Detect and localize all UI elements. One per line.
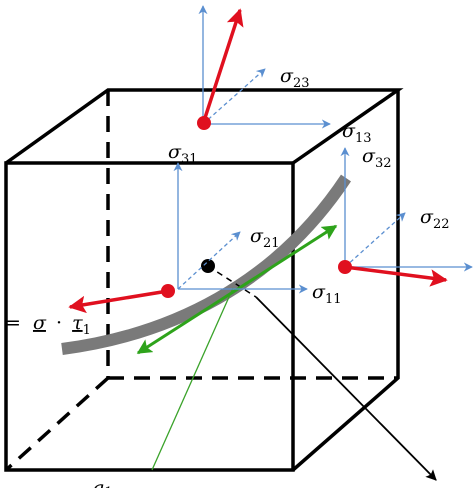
cube-right-face-edges bbox=[291, 90, 400, 472]
label-sigma-11: σ11 bbox=[312, 281, 342, 307]
top-force-arrow bbox=[201, 8, 244, 125]
cube-hidden-edges bbox=[4, 90, 398, 472]
label-sigma-23: σ23 bbox=[280, 65, 310, 91]
label-sigma-32: σ32 bbox=[362, 145, 392, 171]
top-force-point bbox=[197, 116, 211, 130]
cube-visible-edges bbox=[4, 88, 404, 472]
front-face-axes bbox=[173, 162, 308, 294]
hidden-edge-depth bbox=[4, 376, 110, 472]
right-face-axes bbox=[340, 147, 473, 272]
right-force-point bbox=[338, 260, 352, 274]
traction-formula: = σ · τ1 bbox=[5, 312, 91, 338]
label-sigma-22: σ22 bbox=[420, 206, 450, 232]
top-face-axes bbox=[198, 5, 331, 129]
right-force-arrow bbox=[344, 265, 448, 287]
cube-top-face-edges bbox=[4, 88, 404, 165]
bottom-partial-label: g₁ bbox=[92, 477, 112, 488]
direction-arrow bbox=[255, 296, 437, 481]
right-axis-depth bbox=[344, 212, 406, 268]
front-force-arrow bbox=[68, 289, 169, 314]
center-point bbox=[201, 259, 215, 273]
front-axis-depth bbox=[177, 231, 241, 290]
label-sigma-21: σ21 bbox=[250, 225, 280, 251]
label-sigma-13: σ13 bbox=[342, 120, 372, 146]
label-sigma-31: σ31 bbox=[168, 141, 198, 167]
front-force-point bbox=[161, 284, 175, 298]
